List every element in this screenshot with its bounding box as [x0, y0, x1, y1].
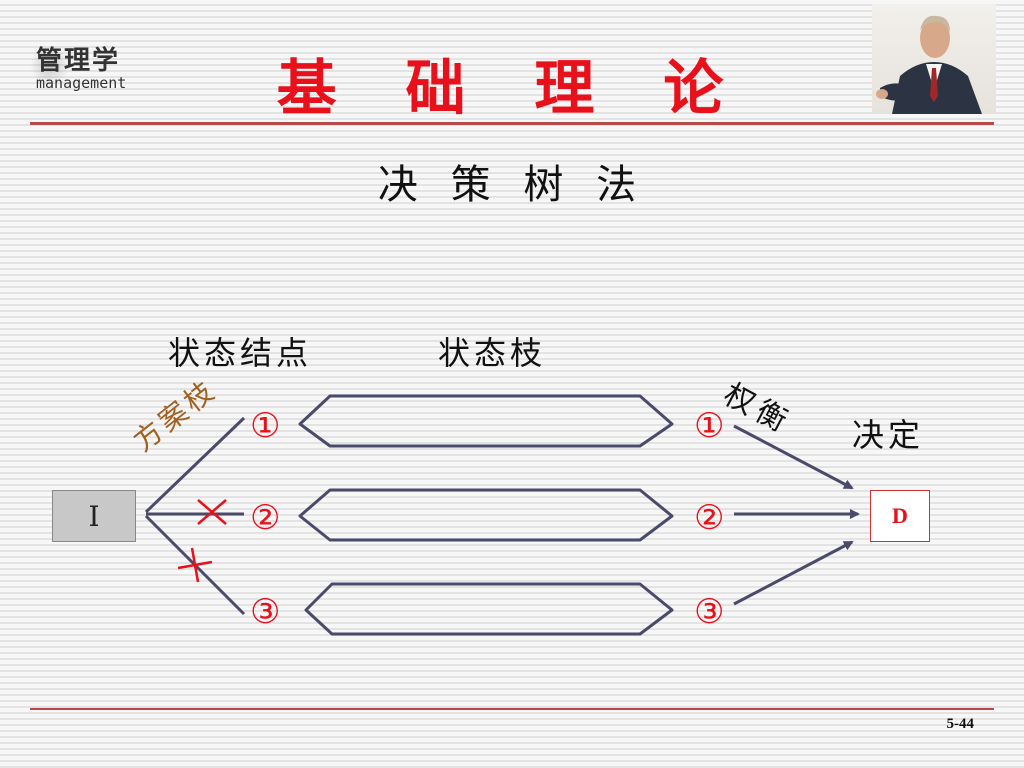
footer-divider — [30, 708, 994, 710]
state-branch-1 — [298, 394, 674, 448]
state-node-label: 状态结点 — [168, 334, 313, 372]
subtitle: 决 策 树 法 — [377, 162, 647, 208]
state-node-right-2: ② — [694, 498, 725, 538]
start-node-box: I — [52, 490, 136, 542]
state-node-left-1: ① — [250, 406, 281, 446]
plan-branch-1 — [144, 416, 246, 514]
state-branch-label: 状态枝 — [438, 334, 547, 372]
header-divider — [30, 122, 994, 125]
logo: 管理学 management — [30, 38, 180, 100]
state-branch-3 — [304, 582, 674, 636]
logo-chinese-text: 管理学 — [36, 46, 121, 76]
page-title: 基 础 理 论 — [276, 54, 748, 124]
logo-shadow — [30, 46, 70, 86]
weigh-arrow-1 — [733, 424, 854, 490]
logo-english-text: management — [36, 74, 127, 92]
weigh-arrow-3 — [733, 540, 854, 606]
decision-node-box: D — [870, 490, 930, 542]
decide-label: 决定 — [852, 416, 925, 454]
state-branch-2 — [298, 488, 674, 542]
state-node-left-3: ③ — [250, 592, 281, 632]
prune-mark-3b — [190, 547, 200, 583]
state-node-right-1: ① — [694, 406, 725, 446]
page-number: 5-44 — [946, 716, 975, 732]
state-node-right-3: ③ — [694, 592, 725, 632]
state-node-left-2: ② — [250, 498, 281, 538]
prune-mark-2b — [197, 499, 227, 525]
presenter-photo — [872, 4, 996, 114]
